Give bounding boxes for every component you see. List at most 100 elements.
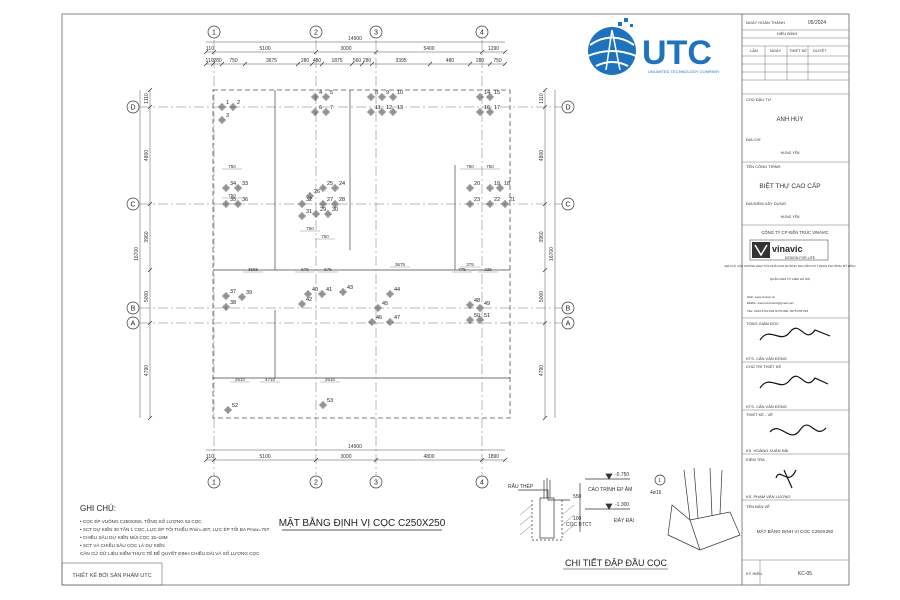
pile-marker: 53 [319, 398, 333, 409]
pile-number: 51 [484, 313, 490, 319]
pile-marker: 22 [486, 197, 500, 208]
company-slogan: DESIGN FOR LIFE [785, 256, 816, 260]
grid-bubble-col [475, 475, 489, 489]
pile-marker: 18 [496, 181, 510, 192]
pile-number: 6 [319, 105, 322, 111]
inner-dim-label: 225 [484, 267, 492, 272]
pile-number: 13 [397, 105, 403, 111]
pile-number: 45 [382, 301, 388, 307]
dim-tick [147, 415, 153, 421]
dim-top-sub-label: 480 [446, 58, 455, 64]
pile-number: 10 [397, 90, 403, 96]
inner-dim-label: 3585 [248, 267, 259, 272]
dim-tick [373, 49, 379, 55]
pile-marker: 10 [389, 90, 403, 101]
building-outline [212, 89, 511, 419]
rev-col: LẦN [750, 48, 758, 53]
pile-square [487, 201, 493, 207]
grid-row-label: C [565, 202, 570, 209]
pile-number: 38 [230, 300, 236, 306]
pile-marker: 19 [486, 181, 500, 192]
inner-dim-label: 750 [466, 164, 474, 169]
pile-head-detail [518, 467, 741, 551]
dim-tick [467, 61, 473, 67]
pile-number: 2 [237, 100, 240, 106]
inner-dim-label: 750 [228, 193, 236, 198]
label-level: CAO TRÌNH ÉP ÂM [588, 486, 632, 493]
pile-marker: 38 [222, 300, 236, 311]
dim-tick [427, 61, 433, 67]
notes-line: CĂN CỨ DỮ LIỆU KIỂM THỰC TẾ ĐỂ QUYẾT ĐỊN… [80, 549, 260, 556]
elevation-marker [605, 473, 613, 480]
pile-square [467, 302, 473, 308]
grid-bubble-col [369, 475, 383, 489]
pile-marker: 4 [311, 90, 322, 101]
dim-tick [349, 61, 355, 67]
grid-bubble-row [561, 316, 575, 330]
pile-marker: 35 [222, 197, 236, 208]
dim-tick [309, 61, 315, 67]
pile-marker: 48 [466, 298, 480, 309]
detail-callout-bubble [654, 474, 666, 486]
pile-square [230, 104, 236, 110]
pile-number: 16 [484, 105, 490, 111]
pile-number: 1 [226, 100, 229, 106]
dim-right-label: 5000 [539, 291, 545, 302]
sheet-no-label: KÝ HIỆU [746, 571, 762, 576]
pile-number: 36 [242, 197, 248, 203]
notes-heading: GHI CHÚ: [80, 504, 116, 513]
revision-label: HIỆU ĐÍNH [777, 31, 798, 36]
pile-square [323, 109, 329, 115]
grid-bubble-col [309, 475, 323, 489]
grid-bubble-row [561, 100, 575, 114]
grid-col-label: 2 [314, 30, 318, 37]
chief-signature [759, 375, 829, 389]
rev-col: DUYỆT [813, 48, 827, 53]
dim-top-sub-label: 750 [493, 58, 502, 64]
pile-square [299, 201, 305, 207]
pile-marker: 45 [374, 301, 388, 312]
pile-number: 21 [509, 197, 515, 203]
dim-left-label: 4800 [144, 150, 150, 161]
pile-square [320, 185, 326, 191]
chief-label: CHỦ TRÌ THIẾT KẾ [746, 364, 781, 369]
grid-row-label: A [131, 321, 136, 328]
dim-tick [147, 201, 153, 207]
pile-square [487, 109, 493, 115]
notes-line: • SCT VÀ CHIỀU SÂU CỌC LÀ DỰ KIẾN [80, 542, 165, 548]
pile-marker: 37 [222, 289, 236, 300]
pile-number: 29 [320, 207, 326, 213]
pile-square [235, 201, 241, 207]
pile-number: 4 [319, 90, 322, 96]
pile-number: 12 [386, 105, 392, 111]
pile-number: 32 [306, 197, 312, 203]
dim-top-sub-label: 560 [353, 58, 362, 64]
signature [759, 327, 831, 489]
director-signature [759, 327, 831, 341]
dim-bottom-label: 1890 [488, 454, 499, 460]
title-block [742, 29, 849, 585]
notes-line: • CỌC ÉP VUÔNG C250X250, TỔNG SỐ LƯỢNG 5… [80, 518, 202, 524]
grid-bubble-row [561, 197, 575, 211]
inner-dim-label: 375 [466, 262, 474, 267]
pile-marker: 34 [222, 181, 236, 192]
director-name: KTS. CẤN VĂN ĐỒNG [746, 356, 787, 361]
owner-label: CHỦ ĐẦU TƯ [746, 97, 772, 102]
pile-number: 44 [394, 287, 400, 293]
pile-number: 40 [312, 287, 318, 293]
dim-tick [359, 61, 365, 67]
pile-marker: 25 [319, 181, 333, 192]
inner-dim-label: 775 [458, 267, 466, 272]
grid-bubble-row [126, 316, 140, 330]
pile-square [332, 201, 338, 207]
pile-marker: 8 [367, 90, 378, 101]
pile-number: 24 [339, 181, 345, 187]
pile-square [487, 185, 493, 191]
company-line: ĐỊA CHỈ: VĂN PHÒNG 2002 TÒA NHÀ DOJI ĐƯỜ… [725, 263, 856, 268]
brand-tagline: UNLIMITED TECHNOLOGY COMPANY [648, 69, 720, 74]
pile-number: 27 [327, 197, 333, 203]
pile-square [387, 319, 393, 325]
